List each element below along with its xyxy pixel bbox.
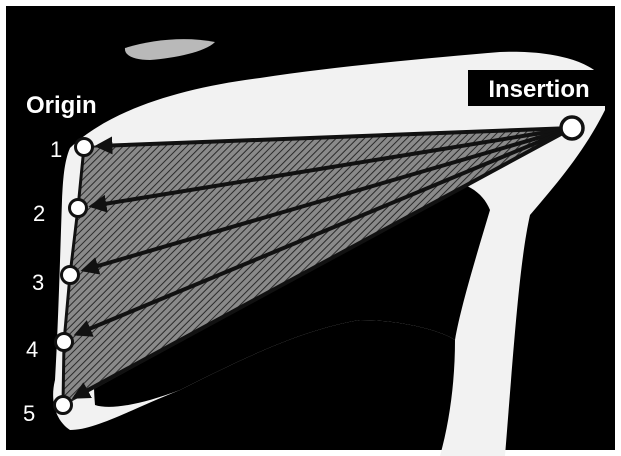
origin-label: Origin [26, 92, 97, 119]
origin-4-circle-marker-icon [56, 334, 73, 351]
origin-number-2: 2 [33, 201, 45, 226]
origin-5-circle-marker-icon [55, 397, 72, 414]
origin-number-1: 1 [50, 137, 62, 162]
origin-number-4: 4 [26, 337, 38, 362]
origin-1-circle-marker-icon [76, 139, 93, 156]
origin-2-circle-marker-icon [70, 200, 87, 217]
origin-3-circle-marker-icon [62, 267, 79, 284]
insertion-label: Insertion [488, 76, 589, 103]
origin-number-3: 3 [32, 270, 44, 295]
origin-number-5: 5 [23, 401, 35, 426]
insertion-circle-marker-icon [561, 117, 583, 139]
